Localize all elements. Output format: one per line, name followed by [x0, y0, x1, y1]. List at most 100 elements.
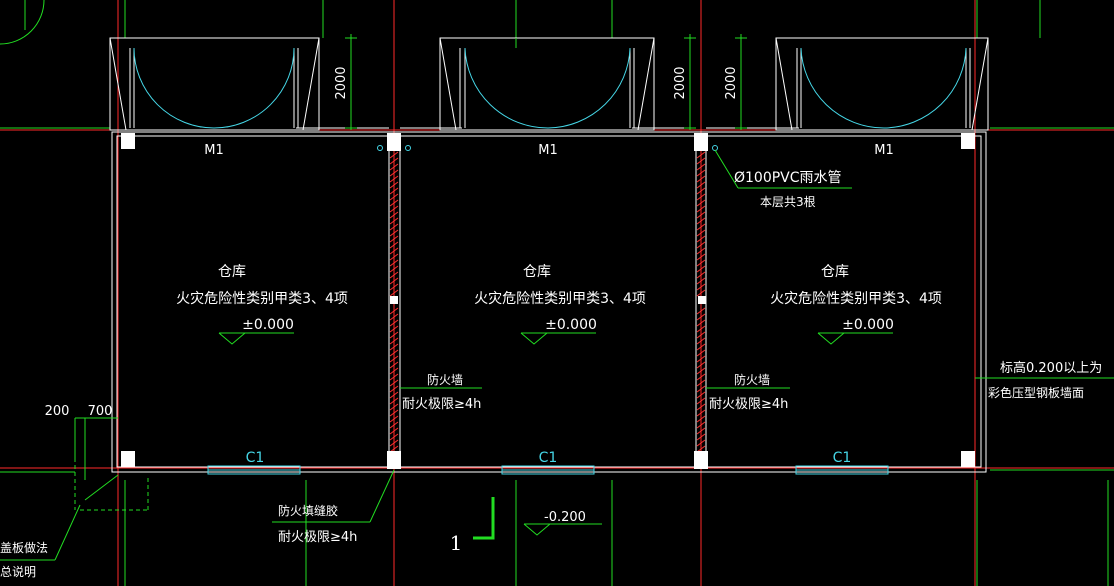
canopy-dimension-lines — [345, 34, 747, 130]
hatch-stroke — [696, 217, 706, 225]
hatch-stroke — [389, 367, 399, 375]
hatch-stroke — [696, 379, 706, 387]
hatch-stroke — [696, 277, 706, 285]
hatch-stroke — [696, 283, 706, 291]
room-name: 仓库 — [523, 264, 551, 280]
section-mark-label: 1 — [450, 531, 463, 555]
hatch-stroke — [389, 397, 399, 405]
hatch-stroke — [696, 187, 706, 195]
fire-wall-note-line2: 耐火极限≥4h — [402, 397, 481, 412]
hatch-stroke — [696, 223, 706, 231]
room-1-texts: M1 仓库 火灾危险性类别甲类3、4项 ±0.000 C1 — [176, 143, 348, 466]
canopy-dimension: 2000 — [673, 66, 688, 99]
room-elevation: ±0.000 — [545, 317, 597, 333]
hatch-stroke — [389, 283, 399, 291]
hatch-stroke — [696, 439, 706, 447]
downpipe-note-line1: Ø100PVC雨水管 — [734, 170, 842, 186]
hatch-stroke — [389, 247, 399, 255]
hatch-stroke — [389, 157, 399, 165]
hatch-stroke — [696, 373, 706, 381]
hatch-stroke — [389, 223, 399, 231]
hatch-stroke — [389, 151, 399, 159]
hatch-stroke — [389, 349, 399, 357]
hatch-stroke — [696, 307, 706, 315]
hatch-stroke — [696, 235, 706, 243]
hatch-stroke — [696, 331, 706, 339]
canopy-dimension: 2000 — [334, 66, 349, 99]
outside-elevation: -0.200 — [544, 510, 586, 525]
hatch-stroke — [389, 331, 399, 339]
hatch-stroke — [696, 247, 706, 255]
hatch-stroke — [696, 175, 706, 183]
door-arcs — [133, 47, 967, 151]
hatch-stroke — [389, 205, 399, 213]
hatch-stroke — [696, 355, 706, 363]
hatch-stroke — [389, 211, 399, 219]
hatch-stroke — [389, 343, 399, 351]
hatch-stroke — [696, 313, 706, 321]
wall-note-line1: 标高0.200以上为 — [1000, 360, 1102, 376]
room-name: 仓库 — [821, 264, 849, 280]
corner-dimension: 200 — [45, 404, 70, 419]
hatch-stroke — [389, 199, 399, 207]
hatch-stroke — [389, 271, 399, 279]
room-name: 仓库 — [218, 264, 246, 280]
hatch-stroke — [389, 403, 399, 411]
hatch-stroke — [696, 397, 706, 405]
door-label: M1 — [204, 143, 224, 158]
hatch-stroke — [389, 277, 399, 285]
hatch-stroke — [389, 181, 399, 189]
hatch-stroke — [389, 421, 399, 429]
cover-note-line2: 总说明 — [0, 564, 36, 579]
hatch-stroke — [389, 319, 399, 327]
hatch-stroke — [389, 193, 399, 201]
hatch-stroke — [696, 421, 706, 429]
hatch-stroke — [696, 433, 706, 441]
hatch-stroke — [696, 409, 706, 417]
hatch-stroke — [696, 151, 706, 159]
hatch-stroke — [389, 385, 399, 393]
hatch-stroke — [389, 175, 399, 183]
hatch-stroke — [389, 253, 399, 261]
room-hazard: 火灾危险性类别甲类3、4项 — [474, 290, 646, 307]
hatch-stroke — [696, 403, 706, 411]
hatch-stroke — [696, 427, 706, 435]
hatch-stroke — [389, 379, 399, 387]
canopy-dimension: 2000 — [724, 66, 739, 99]
cover-note-line1: 盖板做法 — [0, 540, 48, 555]
hatch-stroke — [389, 241, 399, 249]
hatch-stroke — [696, 241, 706, 249]
door-label: M1 — [538, 143, 558, 158]
fire-wall-note-line1: 防火墙 — [427, 372, 463, 387]
window-label: C1 — [246, 450, 265, 466]
leader-lines — [0, 149, 1114, 561]
hatch-stroke — [696, 361, 706, 369]
hatch-stroke — [696, 193, 706, 201]
corner-dimension: 700 — [88, 404, 113, 419]
hatch-stroke — [389, 433, 399, 441]
hatch-stroke — [696, 349, 706, 357]
fire-sealant-note-line1: 防火填缝胶 — [278, 503, 338, 518]
hatch-stroke — [696, 181, 706, 189]
section-mark — [473, 497, 495, 540]
hatch-stroke — [696, 289, 706, 297]
fire-sealant-note-line2: 耐火极限≥4h — [278, 530, 357, 545]
hatch-stroke — [389, 265, 399, 273]
hatch-stroke — [696, 253, 706, 261]
hatch-stroke — [696, 415, 706, 423]
hatch-stroke — [696, 199, 706, 207]
hatch-stroke — [696, 271, 706, 279]
door-label: M1 — [874, 143, 894, 158]
hatch-stroke — [389, 427, 399, 435]
hatch-stroke — [389, 163, 399, 171]
hatch-stroke — [696, 391, 706, 399]
downpipe-note-line2: 本层共3根 — [760, 195, 816, 209]
hatch-stroke — [389, 229, 399, 237]
hatch-stroke — [696, 343, 706, 351]
hatch-stroke — [389, 307, 399, 315]
hatch-stroke — [389, 409, 399, 417]
hatch-stroke — [389, 289, 399, 297]
hatch-stroke — [696, 259, 706, 267]
